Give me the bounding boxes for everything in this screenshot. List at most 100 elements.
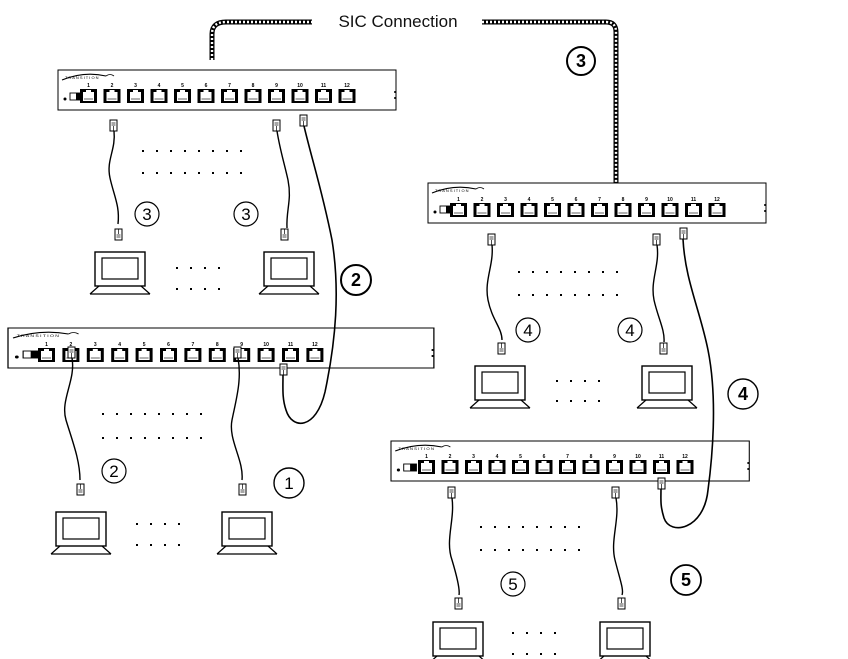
- svg-text:4: 4: [738, 384, 748, 404]
- port-number-label: 7: [192, 342, 195, 348]
- svg-text:3: 3: [576, 51, 586, 71]
- port-number-label: 11: [691, 197, 697, 203]
- port-number-label: 12: [714, 197, 720, 203]
- svg-text:3: 3: [241, 205, 250, 224]
- badge-4-left: 4: [515, 317, 541, 343]
- port-number-label: 8: [622, 197, 625, 203]
- port-2: [473, 202, 491, 218]
- port-12: [708, 202, 726, 218]
- port-5: [511, 459, 530, 475]
- port-number-label: 11: [288, 342, 294, 348]
- port-5: [543, 202, 562, 218]
- port-6: [567, 202, 585, 218]
- port-number-label: 6: [543, 454, 546, 460]
- port-number-label: 12: [312, 342, 318, 348]
- port-number-label: 11: [659, 454, 665, 460]
- svg-text:5: 5: [508, 575, 517, 594]
- port-10: [629, 459, 647, 475]
- drop-bottom-left-b: [216, 346, 278, 555]
- port-4: [488, 459, 506, 475]
- port-1: [79, 88, 98, 104]
- port-2: [441, 459, 459, 475]
- badge-3-right: 3: [233, 201, 259, 227]
- port-number-label: 6: [205, 83, 208, 89]
- port-number-label: 9: [275, 83, 278, 89]
- badge-sic-3: 3: [566, 46, 596, 76]
- port-number-label: 7: [228, 83, 231, 89]
- port-12: [306, 347, 324, 363]
- port-5: [173, 88, 192, 104]
- port-11: [281, 347, 300, 363]
- svg-text:5: 5: [681, 570, 691, 590]
- port-number-label: 3: [94, 342, 97, 348]
- port-6: [535, 459, 553, 475]
- port-1: [417, 459, 436, 475]
- port-number-label: 4: [496, 454, 499, 460]
- port-number-label: 1: [87, 83, 90, 89]
- port-9: [637, 202, 656, 218]
- port-4: [520, 202, 538, 218]
- port-11: [314, 88, 333, 104]
- port-8: [244, 88, 262, 104]
- cascade-cable-2: [279, 114, 337, 425]
- drop-bottom-right-a: [427, 486, 489, 659]
- drop-bottom-left-a: [50, 346, 112, 555]
- badge-cascade-4: 4: [727, 378, 759, 410]
- port-number-label: 4: [528, 197, 531, 203]
- port-number-label: 1: [457, 197, 460, 203]
- drop-top-left-a: [89, 119, 151, 295]
- port-number-label: 8: [590, 454, 593, 460]
- port-number-label: 10: [667, 197, 673, 203]
- port-3: [126, 88, 145, 104]
- port-number-label: 8: [252, 83, 255, 89]
- sic-connection-label: SIC Connection: [338, 12, 457, 31]
- port-number-label: 7: [598, 197, 601, 203]
- svg-text:4: 4: [625, 321, 634, 340]
- port-3: [86, 347, 105, 363]
- port-number-label: 3: [472, 454, 475, 460]
- port-7: [220, 88, 239, 104]
- badge-1: 1: [273, 467, 305, 499]
- port-number-label: 6: [167, 342, 170, 348]
- badge-5-left: 5: [500, 571, 526, 597]
- port-number-label: 9: [240, 342, 243, 348]
- sic-connection-cable: [209, 19, 619, 186]
- port-1: [449, 202, 468, 218]
- port-9: [605, 459, 624, 475]
- drop-bottom-right-b: [594, 486, 656, 659]
- svg-text:2: 2: [109, 462, 118, 481]
- port-number-label: 8: [216, 342, 219, 348]
- port-number-label: 2: [481, 197, 484, 203]
- port-number-label: 10: [263, 342, 269, 348]
- port-number-label: 6: [575, 197, 578, 203]
- port-number-label: 5: [143, 342, 146, 348]
- port-11: [652, 459, 671, 475]
- port-number-label: 11: [321, 83, 327, 89]
- cascade-cable-4: [657, 227, 715, 529]
- badge-4-right: 4: [617, 317, 643, 343]
- port-2: [103, 88, 121, 104]
- port-number-label: 2: [70, 342, 73, 348]
- port-number-label: 10: [297, 83, 303, 89]
- port-number-label: 7: [566, 454, 569, 460]
- svg-text:1: 1: [284, 474, 293, 493]
- port-6: [197, 88, 215, 104]
- svg-text:3: 3: [142, 205, 151, 224]
- port-number-label: 12: [344, 83, 350, 89]
- port-number-label: 3: [134, 83, 137, 89]
- badge-3-left: 3: [134, 201, 160, 227]
- port-7: [184, 347, 202, 363]
- port-number-label: 1: [425, 454, 428, 460]
- badge-cascade-2: 2: [340, 264, 372, 296]
- svg-text:2: 2: [351, 270, 361, 290]
- port-number-label: 2: [449, 454, 452, 460]
- callout-badges: 3 3 3 2 2 1 4 4: [101, 46, 759, 597]
- port-10: [661, 202, 679, 218]
- port-12: [676, 459, 694, 475]
- port-number-label: 9: [613, 454, 616, 460]
- port-10: [291, 88, 309, 104]
